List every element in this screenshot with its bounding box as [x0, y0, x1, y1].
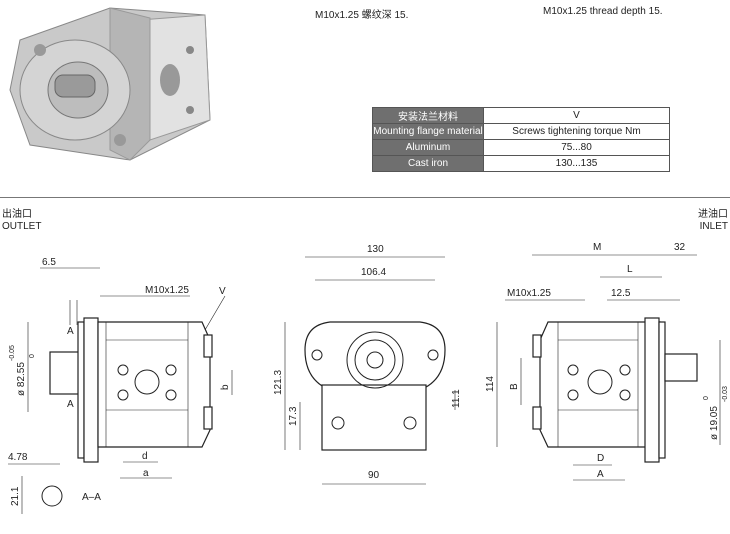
- svg-text:M: M: [593, 242, 601, 253]
- svg-text:a: a: [143, 468, 149, 479]
- svg-text:0: 0: [703, 396, 710, 400]
- svg-text:106.4: 106.4: [361, 267, 386, 278]
- svg-text:V: V: [219, 286, 226, 297]
- svg-text:90: 90: [368, 470, 380, 481]
- svg-text:12.5: 12.5: [611, 288, 631, 299]
- front-view: 130 106.4 121.3 17.3 11.1 90: [273, 244, 462, 485]
- svg-text:11.1: 11.1: [451, 389, 462, 408]
- right-view: M 32 L M10x1.25 12.5 114 B D A ø 19.05 0…: [485, 242, 729, 481]
- thread-note-en: M10x1.25 thread depth 15.: [543, 6, 663, 17]
- svg-text:M10x1.25: M10x1.25: [145, 285, 189, 296]
- svg-text:A: A: [67, 326, 74, 337]
- svg-text:b: b: [220, 384, 231, 390]
- pump-3d-image: [9, 7, 211, 161]
- svg-text:A–A: A–A: [82, 492, 101, 503]
- col-torque: Screws tightening torque Nm: [483, 123, 670, 140]
- svg-text:114: 114: [485, 376, 496, 392]
- header-en: Mounting flange material: [372, 123, 484, 140]
- svg-text:121.3: 121.3: [273, 370, 284, 395]
- svg-text:21.1: 21.1: [10, 486, 21, 506]
- svg-text:D: D: [597, 453, 604, 464]
- outlet-en: OUTLET: [2, 221, 42, 232]
- svg-text:ø 19.05: ø 19.05: [709, 406, 720, 440]
- svg-text:B: B: [509, 383, 520, 390]
- divider: [0, 197, 730, 198]
- svg-text:130: 130: [367, 244, 384, 255]
- svg-text:17.3: 17.3: [288, 406, 299, 426]
- svg-text:A: A: [597, 469, 604, 480]
- svg-text:4.78: 4.78: [8, 452, 28, 463]
- left-view: 6.5 M10x1.25 V ø 82.55 -0.05 0 A A b d a…: [8, 257, 233, 514]
- inlet-en: INLET: [699, 221, 728, 232]
- svg-text:M10x1.25: M10x1.25: [507, 288, 551, 299]
- svg-text:ø 82.55: ø 82.55: [16, 362, 27, 396]
- svg-text:0: 0: [29, 354, 36, 358]
- col-v: V: [483, 107, 670, 124]
- technical-drawing: 6.5 M10x1.25 V ø 82.55 -0.05 0 A A b d a…: [8, 242, 729, 514]
- svg-text:L: L: [627, 264, 633, 275]
- svg-text:32: 32: [674, 242, 686, 253]
- svg-text:-0.03: -0.03: [722, 386, 729, 402]
- svg-text:-0.05: -0.05: [9, 345, 16, 361]
- header-cn: 安装法兰材料: [372, 107, 484, 124]
- inlet-cn: 进油口: [698, 209, 728, 220]
- thread-note-cn: M10x1.25 螺纹深 15.: [315, 10, 409, 21]
- svg-text:A: A: [67, 399, 74, 410]
- outlet-cn: 出油口: [2, 209, 32, 220]
- svg-text:d: d: [142, 451, 148, 462]
- svg-text:6.5: 6.5: [42, 257, 56, 268]
